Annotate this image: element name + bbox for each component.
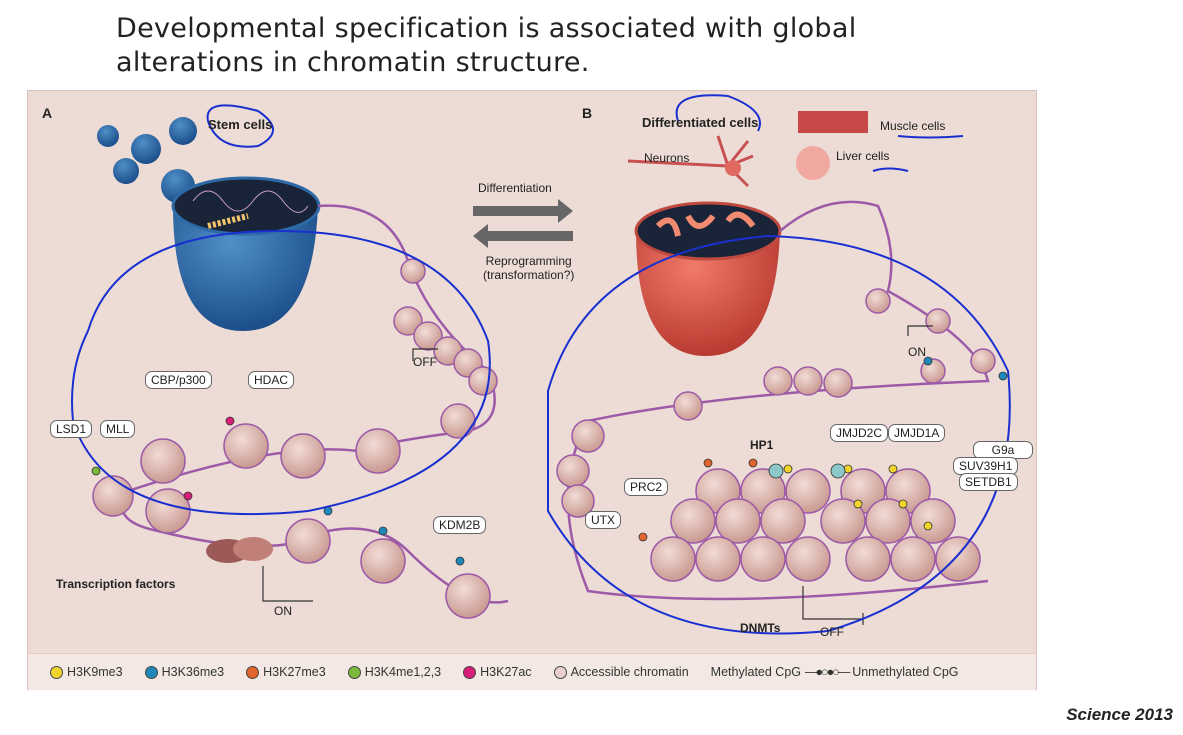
panel-a-on-label: ON xyxy=(274,604,292,618)
legend-label: H3K36me3 xyxy=(161,665,225,679)
hdac-label: HDAC xyxy=(248,371,295,389)
nucleosome-dot-icon xyxy=(553,665,567,679)
magenta-dot-icon xyxy=(463,665,477,679)
panel-a-off-label: OFF xyxy=(413,355,437,369)
setdb1-label: SETDB1 xyxy=(959,473,1018,491)
legend: H3K9me3 H3K36me3 H3K27me3 H3K4me1,2,3 H3… xyxy=(28,653,1036,690)
panel-a-letter: A xyxy=(42,105,53,121)
legend-h3k4me: H3K4me1,2,3 xyxy=(347,665,442,679)
legend-label: H3K27ac xyxy=(480,665,532,679)
title-line-2: alterations in chromatin structure. xyxy=(116,47,590,78)
stem-cells-title: Stem cells xyxy=(208,117,273,132)
jmjd1a-label: JMJD1A xyxy=(888,424,946,442)
yellow-dot-icon xyxy=(50,665,63,679)
g9a-label: G9a xyxy=(973,441,1033,459)
reprogramming-text: Reprogramming xyxy=(485,254,572,268)
legend-label: H3K4me1,2,3 xyxy=(364,665,442,679)
panel-b-letter: B xyxy=(582,105,593,121)
handwritten-annotations xyxy=(71,94,1011,635)
legend-accessible-chromatin: Accessible chromatin xyxy=(553,665,689,679)
stem-cell-spheres xyxy=(97,117,197,203)
title-line-1: Developmental specification is associate… xyxy=(116,13,857,44)
methylated-cpg-label: Methylated CpG xyxy=(710,665,801,679)
legend-label: H3K27me3 xyxy=(263,665,326,679)
citation: Science 2013 xyxy=(1066,705,1173,724)
legend-h3k9me3: H3K9me3 xyxy=(50,665,123,679)
dnmts-label: DNMTs xyxy=(740,621,781,635)
lsd1-label: LSD1 xyxy=(50,420,93,438)
jmjd2c-label: JMJD2C xyxy=(830,424,889,442)
differentiation-arrows xyxy=(473,199,573,248)
histone-marks xyxy=(91,356,1008,566)
stem-nucleus xyxy=(171,176,321,331)
mll-label: MLL xyxy=(100,420,136,438)
prc2-label: PRC2 xyxy=(624,478,669,496)
panel-b-off-label: OFF xyxy=(820,625,844,639)
figure-panel: A Stem cells B Differentiated cells Musc… xyxy=(27,90,1037,690)
slide-title: Developmental specification is associate… xyxy=(116,12,857,80)
utx-label: UTX xyxy=(585,511,621,529)
cpg-lollipop-icon: —●○●○— xyxy=(805,665,850,679)
differentiation-label: Differentiation xyxy=(478,181,552,195)
differentiated-nucleus xyxy=(634,201,782,356)
transformation-text: (transformation?) xyxy=(483,268,575,282)
panel-b-on-label: ON xyxy=(908,345,926,359)
legend-h3k36me3: H3K36me3 xyxy=(144,665,225,679)
differentiated-cells-title: Differentiated cells xyxy=(642,115,759,130)
nucleosomes-a xyxy=(92,258,498,619)
legend-h3k27me3: H3K27me3 xyxy=(246,665,326,679)
blue-dot-icon xyxy=(144,665,158,679)
cell-type-icons xyxy=(627,111,868,188)
unmethylated-cpg-label: Unmethylated CpG xyxy=(852,665,959,679)
hp1-label: HP1 xyxy=(750,438,774,452)
orange-dot-icon xyxy=(246,665,260,679)
green-dot-icon xyxy=(347,665,361,679)
muscle-cells-label: Muscle cells xyxy=(880,119,946,133)
reprogramming-label: Reprogramming (transformation?) xyxy=(483,254,574,282)
legend-label: Accessible chromatin xyxy=(570,665,689,679)
kdm2b-label: KDM2B xyxy=(433,516,487,534)
legend-h3k27ac: H3K27ac xyxy=(463,665,532,679)
transcription-factors-label: Transcription factors xyxy=(56,577,176,591)
chromatin-illustration xyxy=(71,94,1011,635)
nucleosomes-b xyxy=(556,288,996,582)
neurons-label: Neurons xyxy=(644,151,690,165)
cbp-p300-label: CBP/p300 xyxy=(145,371,212,389)
legend-cpg: Methylated CpG —●○●○— Unmethylated CpG xyxy=(711,665,959,679)
legend-label: H3K9me3 xyxy=(67,665,123,679)
liver-cells-label: Liver cells xyxy=(836,149,890,163)
